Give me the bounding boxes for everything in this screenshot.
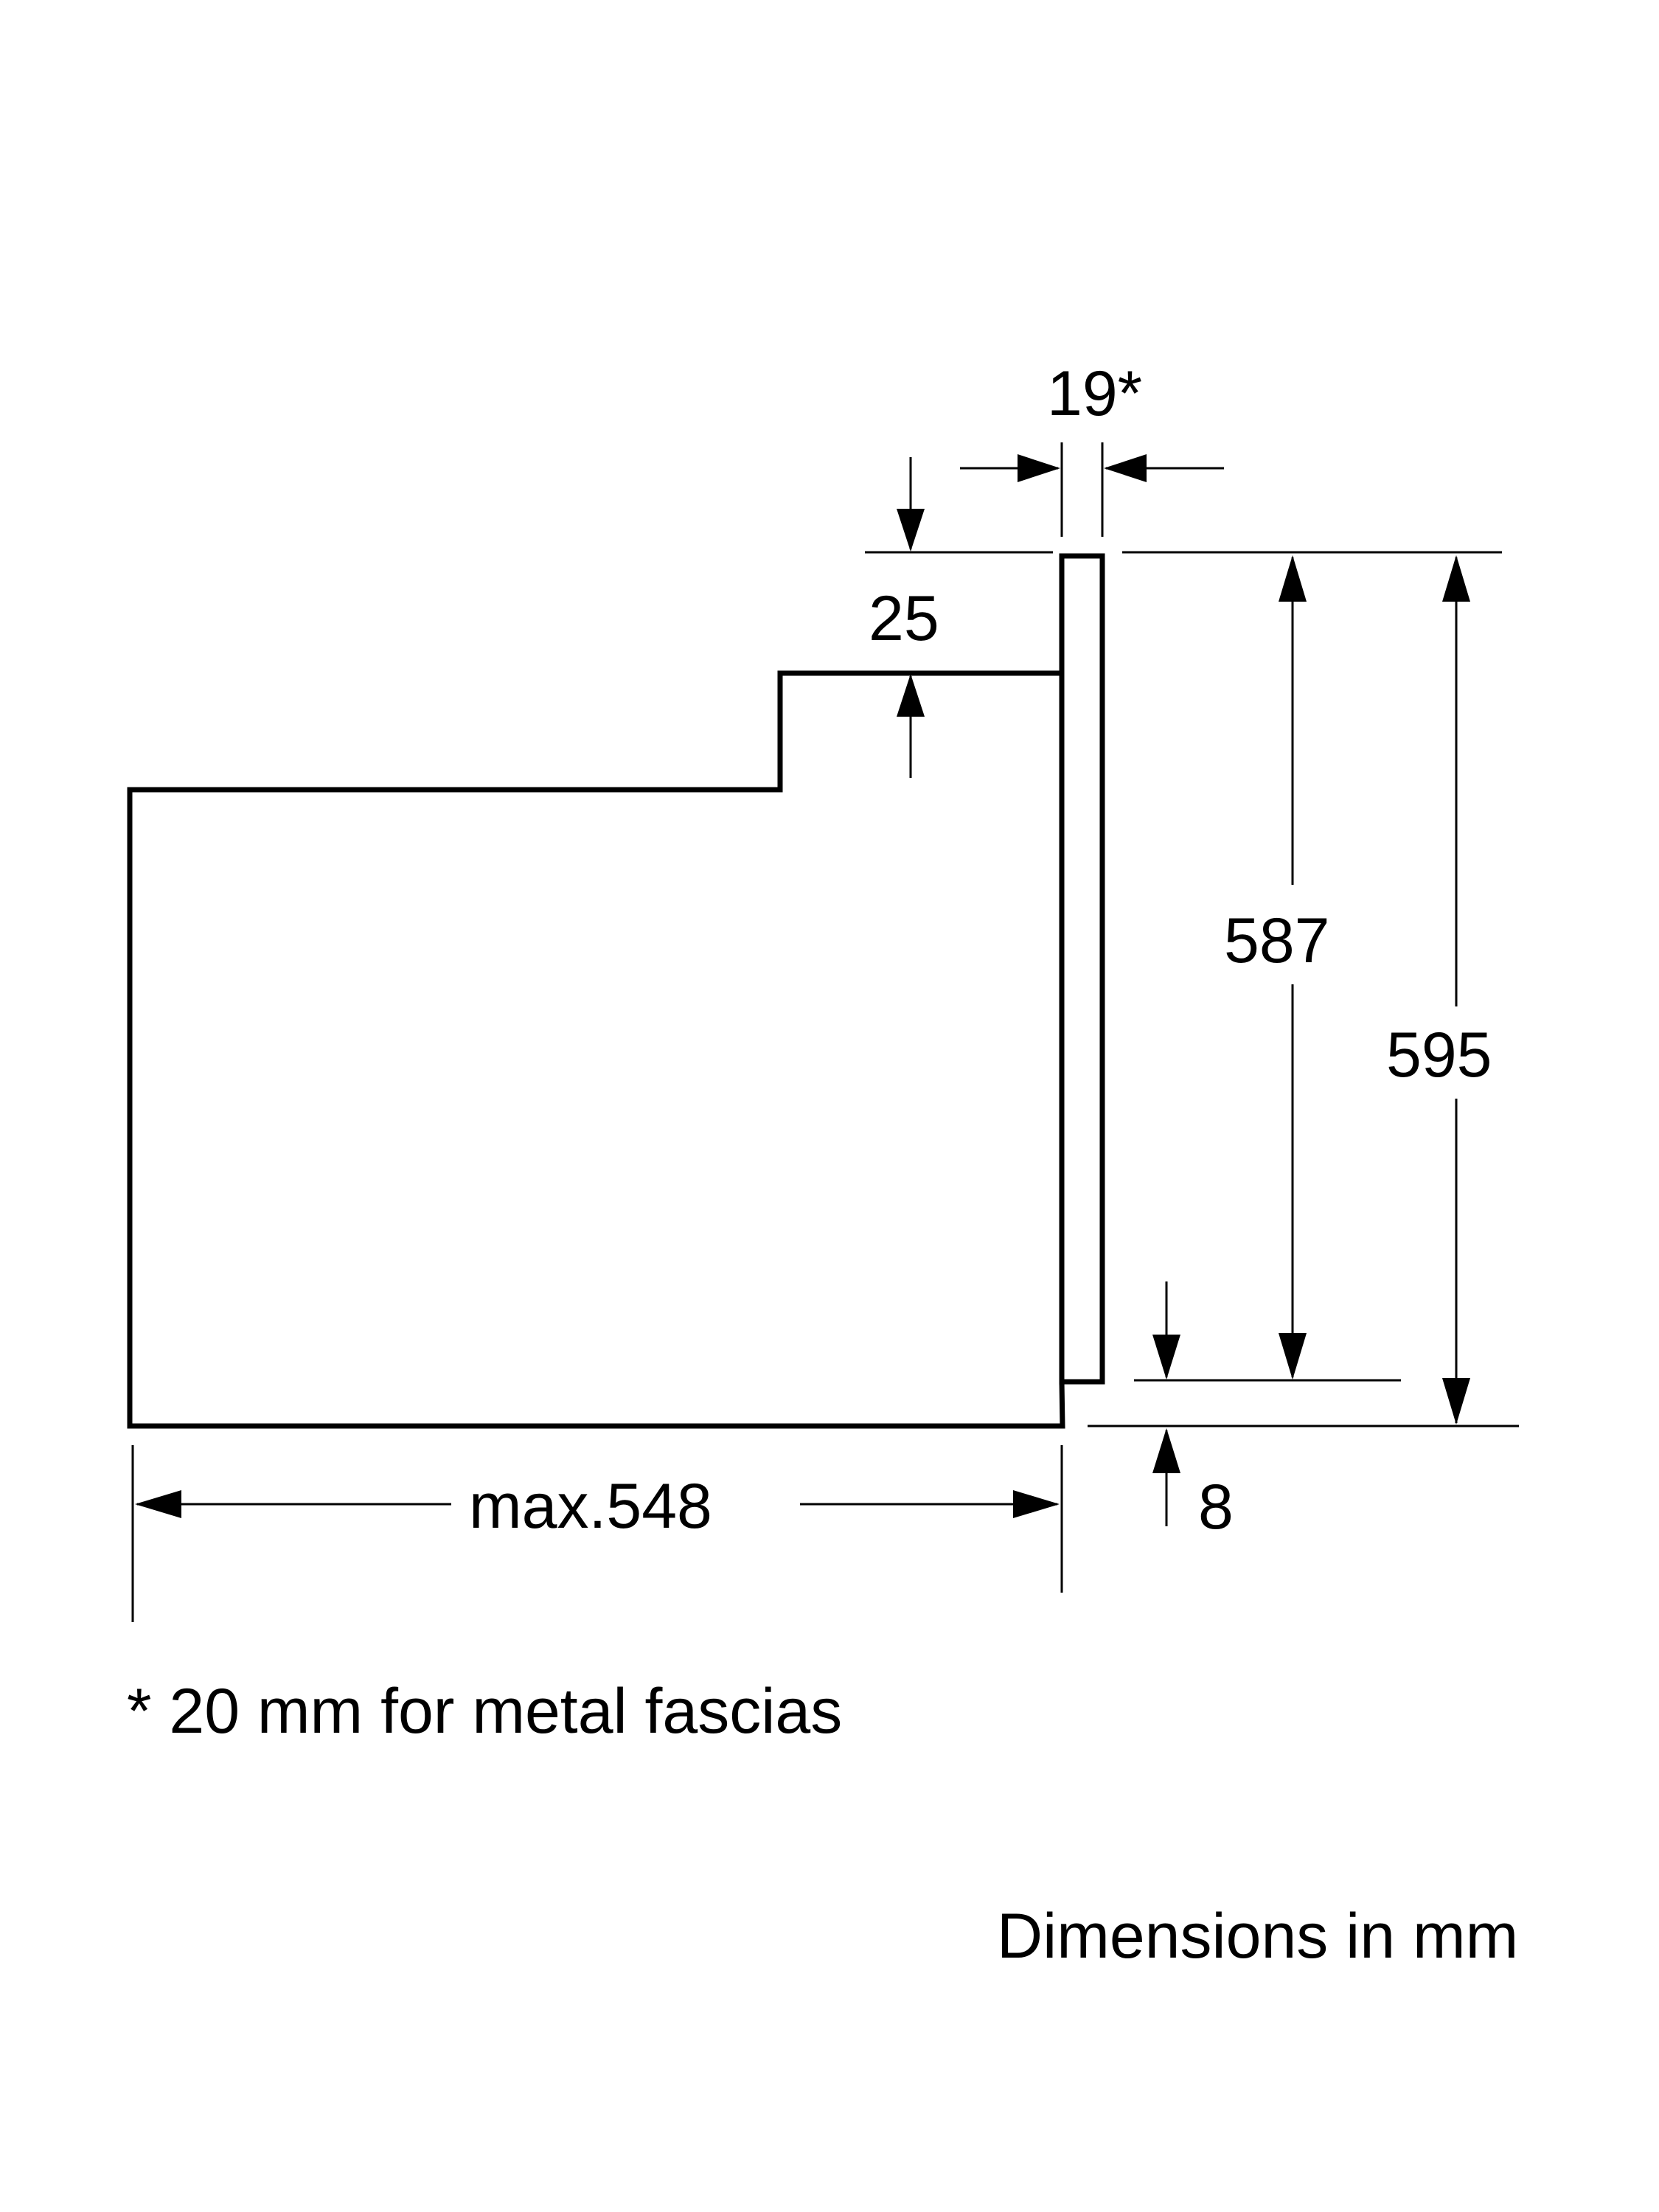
top-offset-arrows <box>897 457 925 778</box>
units-note: Dimensions in mm <box>997 1901 1518 1972</box>
top-offset-label: 25 <box>869 583 939 654</box>
oven-body-outline <box>127 670 1065 1429</box>
front-height-label: 587 <box>1224 905 1330 976</box>
bottom-offset-arrows <box>1152 1281 1180 1526</box>
footnote: * 20 mm for metal fascias <box>127 1676 842 1747</box>
fascia-thickness-arrows <box>960 454 1224 482</box>
fascia-thickness-label: 19* <box>1047 358 1142 429</box>
depth-dimension <box>135 1490 1060 1518</box>
bottom-offset-label: 8 <box>1198 1472 1234 1543</box>
fascia-panel <box>1059 553 1105 1385</box>
depth-label: max.548 <box>469 1471 712 1542</box>
extension-lines <box>131 442 1519 1622</box>
total-height-label: 595 <box>1386 1020 1492 1091</box>
total-height-dimension <box>1442 555 1470 1425</box>
front-height-dimension <box>1279 555 1307 1380</box>
